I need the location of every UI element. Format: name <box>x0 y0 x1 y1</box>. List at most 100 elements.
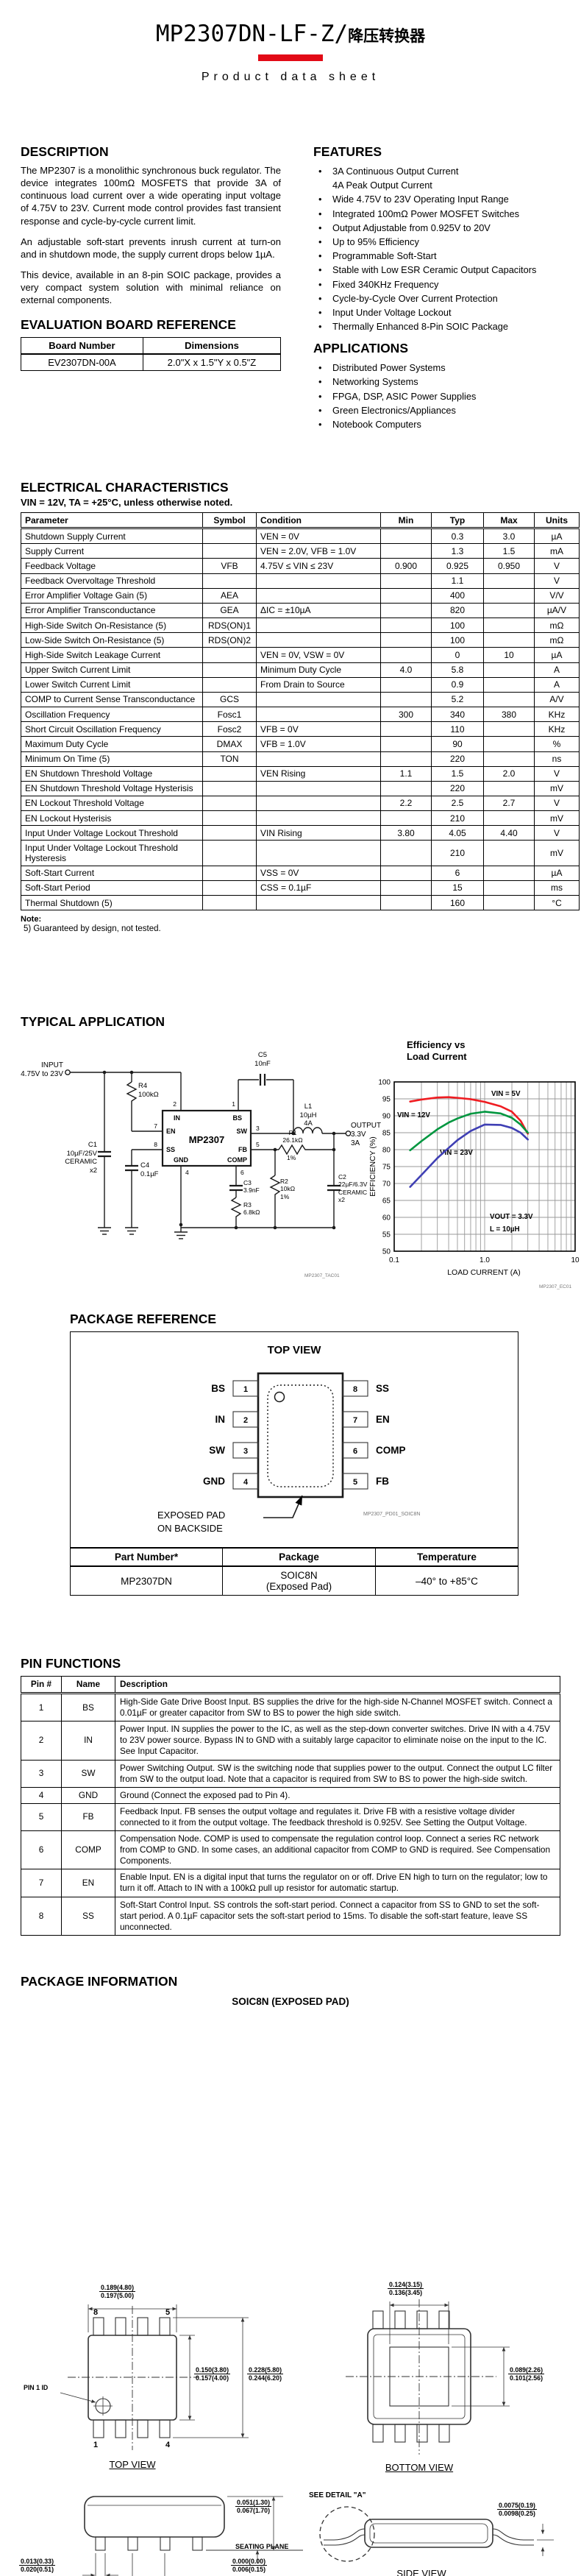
column-header: Dimensions <box>142 336 282 355</box>
pin-4 <box>232 1473 259 1490</box>
table-cell <box>380 618 432 634</box>
table-cell: Shutdown Supply Current <box>21 528 203 545</box>
section-heading-pin-functions: PIN FUNCTIONS <box>21 1656 121 1671</box>
pin-number: 2 <box>173 1100 177 1108</box>
table-cell: From Drain to Source <box>256 676 381 693</box>
table-cell <box>483 751 535 767</box>
package-top-view-figure: TOP VIEW 1 2 3 4 <box>70 1331 518 1548</box>
table-cell <box>483 632 535 648</box>
table-cell: 220 <box>431 780 484 796</box>
mech-bottom-view-drawing <box>346 2299 510 2455</box>
feature-item: Up to 95% Efficiency <box>313 235 560 249</box>
table-cell <box>380 647 432 663</box>
table-cell: Feedback Voltage <box>21 558 203 574</box>
section-heading-features: FEATURES <box>313 144 382 159</box>
svg-text:80: 80 <box>382 1147 391 1155</box>
mech-front-view-drawing <box>82 2496 303 2576</box>
table-row: High-Side Switch On-Resistance (5)RDS(ON… <box>21 618 580 634</box>
page-title: MP2307DN-LF-Z/降压转换器 <box>0 21 581 47</box>
annotation-inductor: L = 10µH <box>490 1225 520 1234</box>
resistor-r2 <box>269 1175 281 1197</box>
table-cell: 300 <box>380 707 432 723</box>
table-cell: GEA <box>202 602 257 619</box>
dim-lead-thickness: 0.0075(0.19) 0.0098(0.25) <box>497 2502 537 2518</box>
pin-8 <box>342 1380 368 1397</box>
table-cell: mΩ <box>534 618 580 634</box>
svg-text:50: 50 <box>382 1248 391 1256</box>
dim-package-width: 0.189(4.80) 0.197(5.00) <box>99 2284 135 2300</box>
table-cell: FB <box>61 1802 115 1832</box>
table-cell: 90 <box>431 736 484 752</box>
column-header: Parameter <box>21 512 203 530</box>
column-header: Temperature <box>375 1548 518 1567</box>
r1-label: R1 26.1kΩ <box>282 1129 303 1144</box>
ic-pin-bs: BS <box>232 1114 242 1122</box>
table-cell: CSS = 0.1µF <box>256 880 381 896</box>
detail-a-circle <box>319 2506 375 2562</box>
typical-application-figure: MP2307 IN BS EN SW SS FB GND COMP 2 1 7 … <box>0 1039 581 1293</box>
table-cell: COMP <box>61 1830 115 1870</box>
pin-name: FB <box>376 1476 389 1487</box>
output-label: OUTPUT 3.3V 3A <box>351 1122 382 1148</box>
series-vin-12v <box>409 1111 529 1152</box>
package-name-subtitle: SOIC8N (EXPOSED PAD) <box>232 1996 349 2007</box>
column-header: Symbol <box>202 512 257 530</box>
column-header: Min <box>380 512 432 530</box>
table-cell: ΔIC = ±10µA <box>256 602 381 619</box>
pin-number: 7 <box>353 1416 357 1425</box>
table-cell: mV <box>534 840 580 866</box>
column-header: Max <box>483 512 535 530</box>
description-column: DESCRIPTION The MP2307 is a monolithic s… <box>21 144 282 439</box>
schematic-drawing: MP2307 IN BS EN SW SS FB GND COMP 2 1 7 … <box>65 1069 352 1239</box>
table-cell: 0.925 <box>431 558 484 574</box>
ic-pin-ss: SS <box>166 1146 175 1153</box>
table-cell: A <box>534 662 580 678</box>
table-cell: 2.2 <box>380 795 432 812</box>
pin4-number: 4 <box>165 2441 171 2449</box>
table-cell: VEN = 0V, VSW = 0V <box>256 647 381 663</box>
svg-text:65: 65 <box>382 1197 391 1206</box>
table-cell: Maximum Duty Cycle <box>21 736 203 752</box>
section-heading-electrical: ELECTRICAL CHARACTERISTICS <box>21 480 229 495</box>
svg-text:95: 95 <box>382 1096 391 1104</box>
pin1-id-label: PIN 1 ID <box>24 2384 49 2391</box>
table-cell <box>380 691 432 708</box>
caption-top-view: TOP VIEW <box>109 2459 156 2470</box>
output-terminal <box>345 1130 352 1136</box>
chart-title: Efficiency vs Load Current <box>407 1039 467 1062</box>
features-column: FEATURES 3A Continuous Output Current 4A… <box>313 144 560 439</box>
table-cell: Minimum Duty Cycle <box>256 662 381 678</box>
table-cell <box>483 721 535 737</box>
section-heading-typical-application: TYPICAL APPLICATION <box>21 1014 165 1029</box>
table-cell <box>380 543 432 559</box>
column-header: Part Number* <box>70 1548 223 1567</box>
table-cell <box>380 721 432 737</box>
table-cell <box>202 765 257 782</box>
table-cell: 4.05 <box>431 825 484 841</box>
table-cell: 400 <box>431 587 484 604</box>
table-cell: VFB = 0V <box>256 721 381 737</box>
table-cell: °C <box>534 895 580 911</box>
table-cell: IN <box>61 1721 115 1761</box>
svg-text:55: 55 <box>382 1231 391 1239</box>
svg-text:100: 100 <box>378 1079 391 1087</box>
table-cell: VEN Rising <box>256 765 381 782</box>
table-cell: EN Shutdown Threshold Voltage <box>21 765 203 782</box>
table-cell: Lower Switch Current Limit <box>21 676 203 693</box>
c4-label: C4 0.1µF <box>140 1161 159 1178</box>
seating-plane-label: SEATING PLANE <box>235 2543 289 2550</box>
x-axis-label: LOAD CURRENT (A) <box>447 1268 521 1277</box>
table-cell <box>256 691 381 708</box>
table-cell: 210 <box>431 810 484 827</box>
table-cell: SW <box>61 1759 115 1788</box>
svg-text:90: 90 <box>382 1113 391 1121</box>
table-cell <box>483 602 535 619</box>
table-cell <box>483 810 535 827</box>
